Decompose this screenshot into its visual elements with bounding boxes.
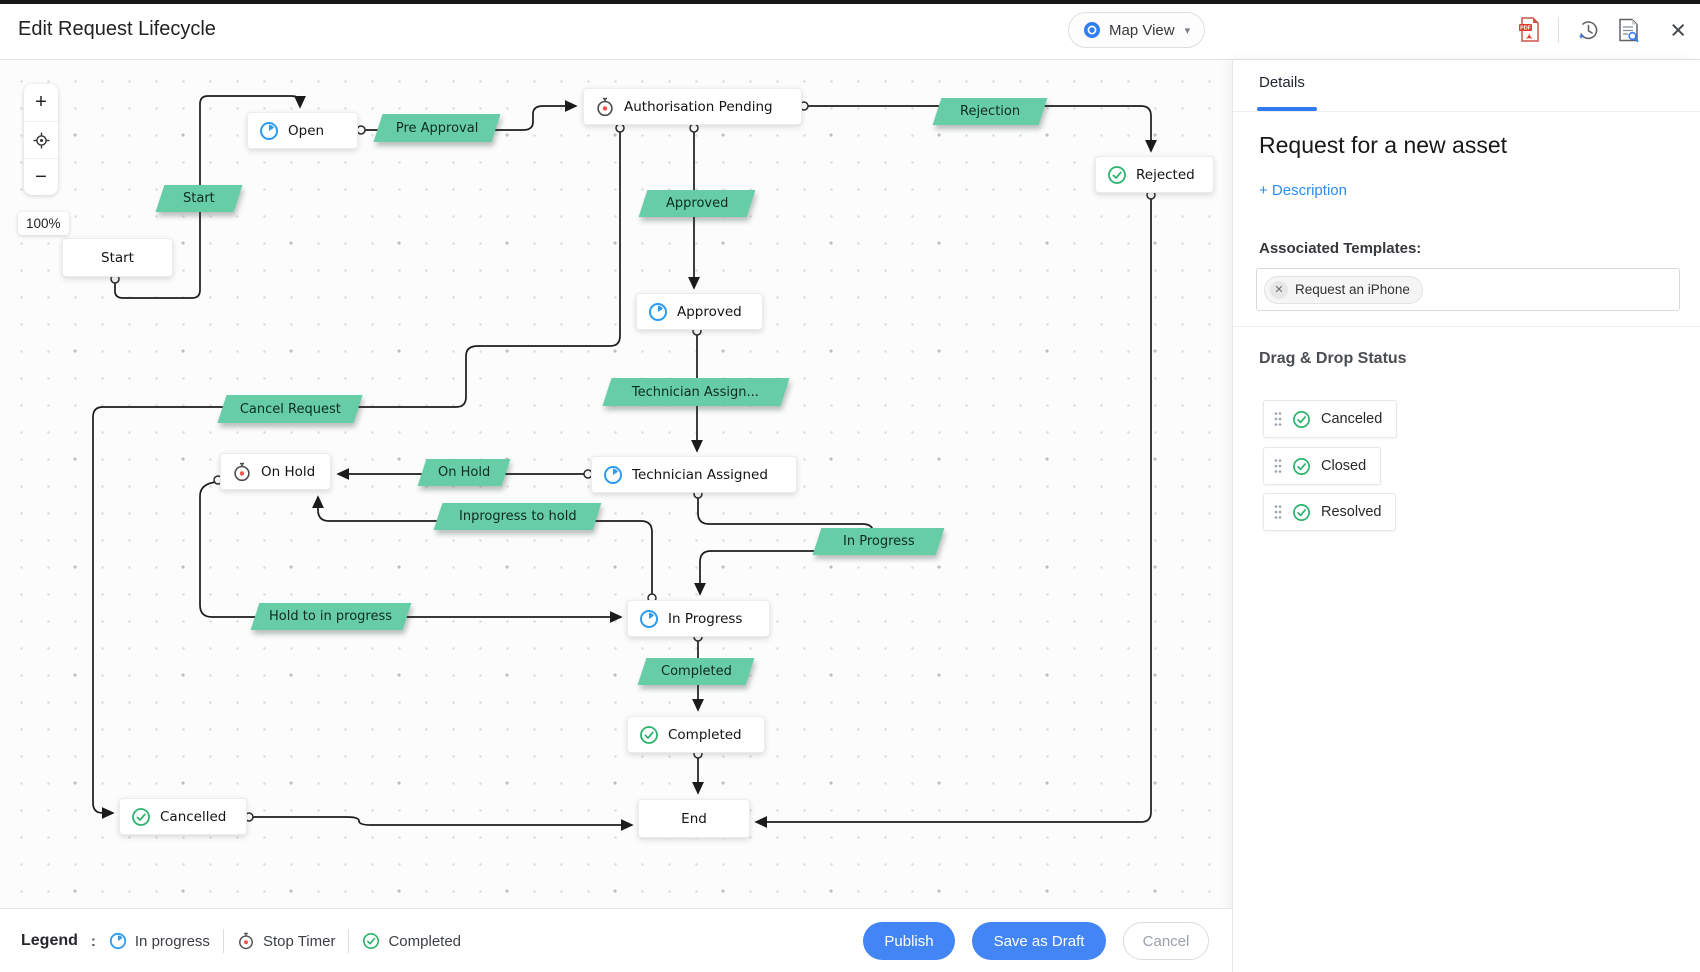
map-view-selector[interactable]: Map View ▾ [1068,12,1206,48]
completed-icon [1292,457,1311,476]
transition-cancel-request[interactable]: Cancel Request [217,395,363,423]
transition-start[interactable]: Start [155,185,243,212]
legend-in-progress: In progress [109,932,210,950]
zoom-controls: + − [24,84,58,195]
transition-hold-to-in-progress[interactable]: Hold to in progress [250,603,412,630]
in-progress-icon [259,121,279,141]
stop-timer-icon [237,932,255,950]
drag-status-closed[interactable]: Closed [1263,447,1382,485]
legend-title: Legend [21,932,78,949]
flow-node-authorisation-pending[interactable]: Authorisation Pending [583,88,802,125]
lifecycle-title: Request for a new asset [1259,132,1508,158]
in-progress-icon [639,609,659,629]
footer-bar: Legend : In progress Stop Timer Complete… [0,908,1232,972]
tab-details[interactable]: Details [1259,74,1305,91]
svg-text:PDF: PDF [1520,25,1531,31]
add-description-link[interactable]: + Description [1259,182,1347,199]
completed-icon [1292,503,1311,522]
fit-to-screen-button[interactable] [24,121,58,158]
zoom-level-readout: 100% [18,212,69,235]
in-progress-icon [603,465,623,485]
eye-icon [1083,21,1101,39]
drag-handle-icon[interactable] [1274,504,1282,520]
history-icon[interactable] [1576,16,1600,44]
completed-icon [639,725,659,745]
flow-node-technician-assigned[interactable]: Technician Assigned [591,456,797,493]
drag-drop-status-title: Drag & Drop Status [1259,350,1407,367]
drag-status-resolved[interactable]: Resolved [1263,493,1397,531]
flow-node-in-progress[interactable]: In Progress [627,600,770,637]
transition-approved[interactable]: Approved [638,190,756,217]
associated-templates-input[interactable]: ✕ Request an iPhone [1256,268,1680,311]
drag-handle-icon[interactable] [1274,411,1282,427]
close-icon[interactable]: × [1670,15,1686,45]
completed-icon [131,807,151,827]
completed-icon [1107,165,1127,185]
publish-button[interactable]: Publish [863,922,955,960]
legend: Legend : In progress Stop Timer Complete… [21,909,461,972]
drag-status-canceled[interactable]: Canceled [1263,400,1398,438]
template-chip-label: Request an iPhone [1295,282,1410,297]
stop-timer-icon [232,462,252,482]
flow-node-open[interactable]: Open [247,112,358,149]
legend-stop-timer: Stop Timer [237,932,335,950]
header-bar: Edit Request Lifecycle Map View ▾ PDF [0,4,1700,60]
in-progress-icon [109,932,127,950]
header-divider [1558,17,1560,43]
flow-node-cancelled[interactable]: Cancelled [119,798,247,835]
transition-in-progress[interactable]: In Progress [812,528,945,555]
flow-node-approved[interactable]: Approved [636,293,763,330]
workflow-canvas[interactable]: + − 100% Start Open Authorisation Pendin… [0,60,1232,908]
transition-inprogress-to-hold[interactable]: Inprogress to hold [433,503,602,530]
transition-rejection[interactable]: Rejection [932,98,1048,125]
zoom-out-button[interactable]: − [24,158,58,195]
zoom-in-button[interactable]: + [35,91,47,113]
associated-templates-label: Associated Templates: [1259,240,1422,257]
transition-on-hold[interactable]: On Hold [417,459,511,486]
drag-handle-icon[interactable] [1274,458,1282,474]
stop-timer-icon [595,97,615,117]
cancel-button[interactable]: Cancel [1123,922,1209,960]
save-as-draft-button[interactable]: Save as Draft [972,922,1106,960]
window-top-strip [0,0,1700,4]
panel-divider [1233,326,1700,327]
flow-node-end[interactable]: End [638,799,750,838]
legend-completed: Completed [362,932,461,950]
completed-icon [1292,410,1311,429]
transition-technician-assign[interactable]: Technician Assign... [602,378,790,406]
chip-remove-icon[interactable]: ✕ [1270,280,1288,299]
export-pdf-icon[interactable]: PDF [1517,16,1541,44]
transition-pre-approval[interactable]: Pre Approval [373,114,501,142]
map-view-label: Map View [1109,21,1175,39]
transition-completed[interactable]: Completed [637,658,755,685]
panel-tabs: Details [1233,60,1700,112]
page-title: Edit Request Lifecycle [18,18,216,40]
completed-icon [362,932,380,950]
flow-node-rejected[interactable]: Rejected [1095,156,1214,193]
details-panel: Details Request for a new asset + Descri… [1232,60,1700,972]
flow-node-on-hold[interactable]: On Hold [220,453,331,490]
flow-node-completed[interactable]: Completed [627,716,765,753]
document-search-icon[interactable] [1617,16,1641,44]
flow-node-start[interactable]: Start [62,238,173,277]
chevron-down-icon: ▾ [1184,24,1191,37]
active-tab-indicator [1257,107,1317,111]
template-chip[interactable]: ✕ Request an iPhone [1264,275,1423,304]
in-progress-icon [648,302,668,322]
